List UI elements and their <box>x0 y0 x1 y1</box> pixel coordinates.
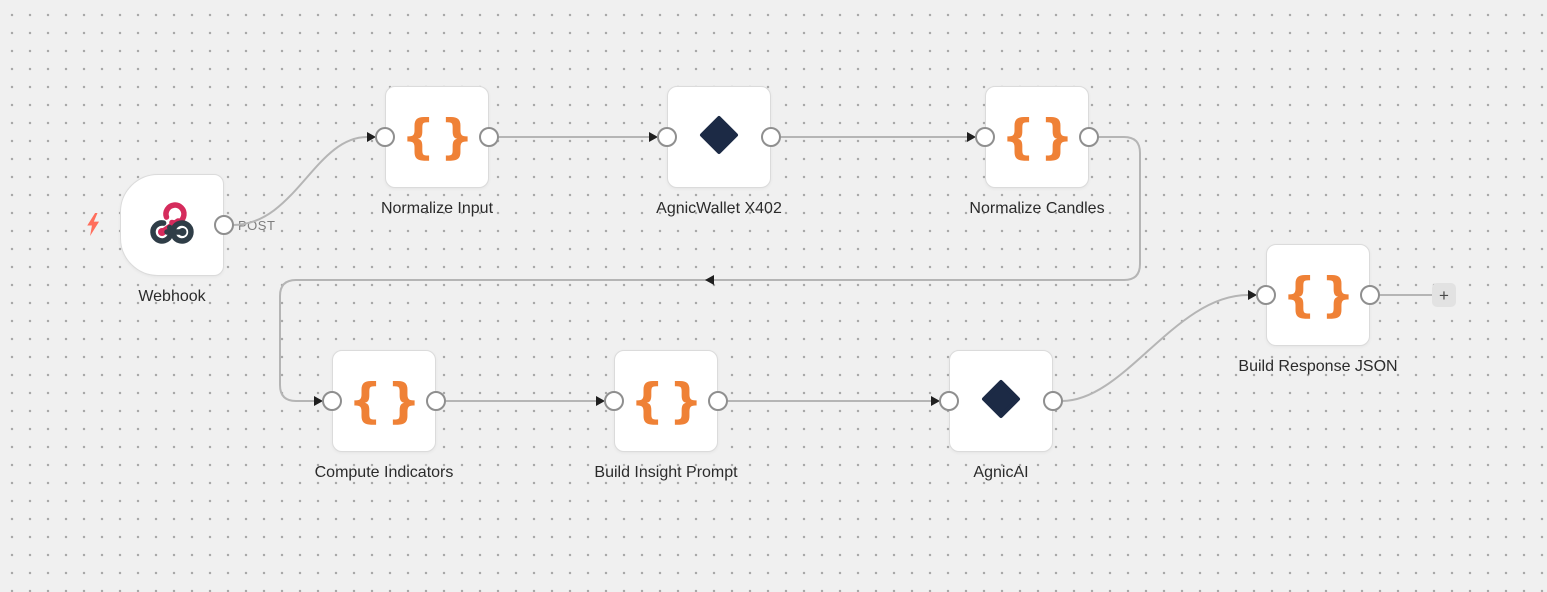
node-label-build-insight-prompt[interactable]: Build Insight Prompt <box>594 464 738 481</box>
connection-normalize-input-to-agnicwallet[interactable] <box>498 132 658 142</box>
diamond-icon <box>980 378 1022 425</box>
node-agnicwallet-x402[interactable] <box>667 86 771 188</box>
node-normalize-candles[interactable]: {} <box>985 86 1089 188</box>
code-braces-icon: {} <box>348 373 426 429</box>
arrowhead-icon <box>705 275 714 285</box>
lightning-bolt-icon <box>85 213 101 241</box>
arrowhead-icon <box>367 132 376 142</box>
plus-icon: + <box>1439 285 1449 305</box>
arrowhead-icon <box>596 396 605 406</box>
arrowhead-icon <box>1248 290 1257 300</box>
connection-compute-indicators-to-build-insight[interactable] <box>445 396 605 406</box>
node-normalize-input[interactable]: {} <box>385 86 489 188</box>
node-label-webhook[interactable]: Webhook <box>138 288 206 305</box>
node-compute-indicators[interactable]: {} <box>332 350 436 452</box>
code-braces-icon: {} <box>401 109 479 165</box>
post-method-label: POST <box>238 218 276 233</box>
node-label-normalize-candles[interactable]: Normalize Candles <box>969 200 1105 217</box>
node-label-normalize-input[interactable]: Normalize Input <box>380 200 494 217</box>
add-node-button[interactable]: + <box>1432 283 1456 307</box>
arrowhead-icon <box>649 132 658 142</box>
node-agnicai[interactable] <box>949 350 1053 452</box>
node-build-insight-prompt[interactable]: {} <box>614 350 718 452</box>
connection-build-insight-to-agnicai[interactable] <box>727 396 940 406</box>
node-label-compute-indicators[interactable]: Compute Indicators <box>314 464 454 481</box>
node-label-agnicwallet-x402[interactable]: AgnicWallet X402 <box>656 200 782 217</box>
arrowhead-icon <box>314 396 323 406</box>
webhook-icon <box>148 199 196 252</box>
node-build-response-json[interactable]: {} <box>1266 244 1370 346</box>
diamond-icon <box>698 114 740 161</box>
arrowhead-icon <box>967 132 976 142</box>
code-braces-icon: {} <box>1001 109 1079 165</box>
arrowhead-icon <box>931 396 940 406</box>
connection-agnicai-to-build-response[interactable] <box>1061 290 1257 402</box>
node-label-agnicai[interactable]: AgnicAI <box>973 464 1029 481</box>
code-braces-icon: {} <box>1282 267 1360 323</box>
code-braces-icon: {} <box>630 373 708 429</box>
connection-agnicwallet-to-normalize-candles[interactable] <box>780 132 976 142</box>
node-label-build-response-json[interactable]: Build Response JSON <box>1238 358 1398 375</box>
node-webhook[interactable] <box>120 174 224 276</box>
